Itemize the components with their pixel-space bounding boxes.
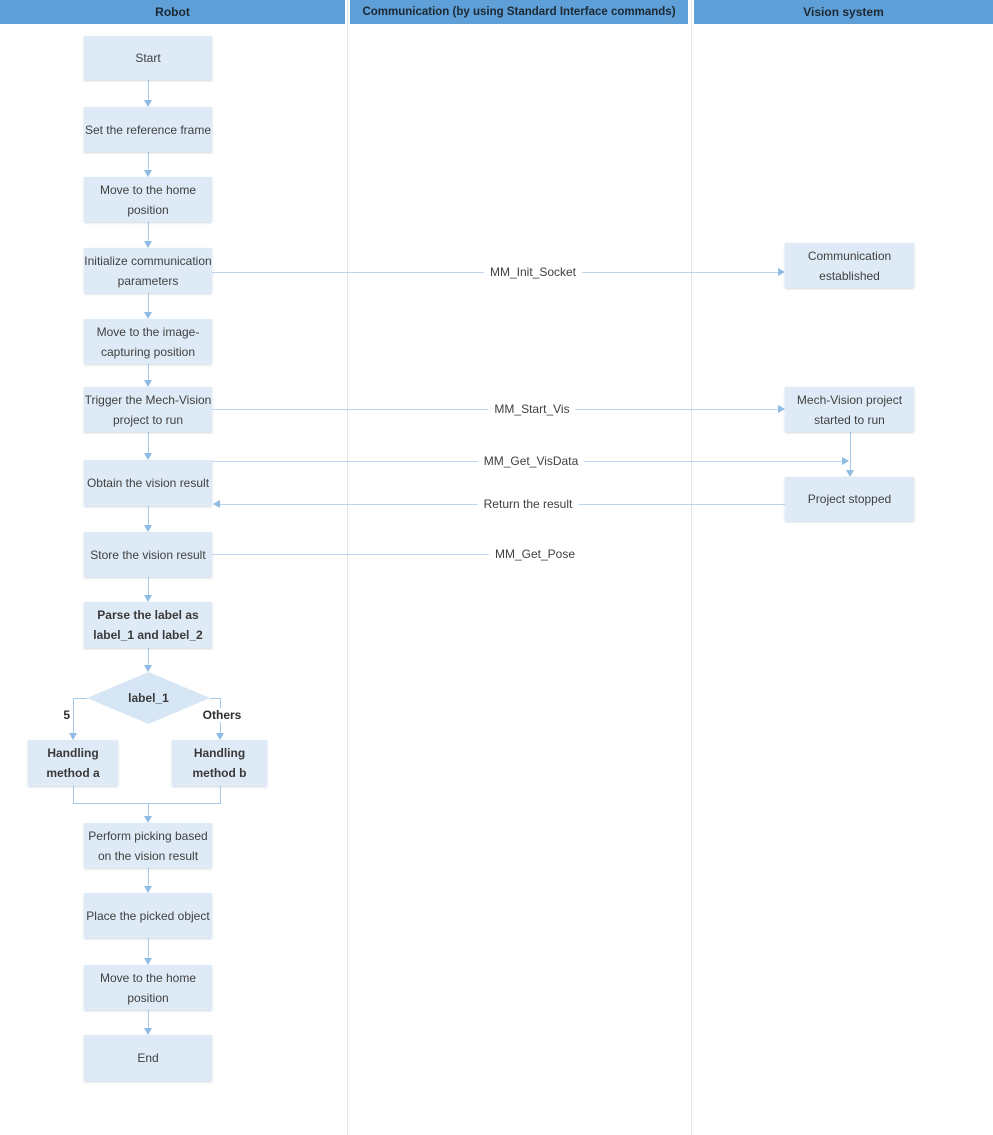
connector — [850, 432, 851, 470]
arrowhead-icon — [842, 457, 849, 465]
connector — [148, 293, 149, 312]
node-handling-method-a: Handling method a — [28, 740, 118, 786]
header-vision-label: Vision system — [803, 5, 884, 19]
node-parse-label: Parse the label as label_1 and label_2 — [84, 602, 212, 648]
arrowhead-icon — [144, 665, 152, 672]
node-start: Start — [84, 36, 212, 80]
message-label-return-result: Return the result — [477, 497, 579, 511]
node-store-vision-result: Store the vision result — [84, 532, 212, 577]
arrowhead-icon — [144, 595, 152, 602]
connector — [73, 803, 221, 804]
node-place-object: Place the picked object — [84, 893, 212, 938]
node-mech-vision-started: Mech-Vision project started to run — [785, 387, 914, 432]
node-end: End — [84, 1035, 212, 1081]
node-move-home-2: Move to the home position — [84, 965, 212, 1010]
node-move-home-1: Move to the home position — [84, 177, 212, 222]
connector — [148, 222, 149, 241]
node-project-stopped: Project stopped — [785, 477, 914, 521]
header-vision: Vision system — [694, 0, 993, 24]
node-init-communication: Initialize communication parameters — [84, 248, 212, 293]
connector — [148, 364, 149, 380]
connector — [148, 1010, 149, 1028]
lane-divider — [347, 0, 348, 1135]
node-set-reference-frame: Set the reference frame — [84, 107, 212, 152]
connector — [148, 432, 149, 453]
arrowhead-icon — [144, 170, 152, 177]
connector — [220, 786, 221, 804]
connector — [148, 648, 149, 665]
arrowhead-icon — [144, 312, 152, 319]
node-obtain-vision-result: Obtain the vision result — [84, 460, 212, 506]
header-robot: Robot — [0, 0, 345, 24]
connector — [148, 152, 149, 170]
arrowhead-icon — [213, 500, 220, 508]
header-robot-label: Robot — [155, 5, 190, 19]
connector — [148, 80, 149, 100]
connector — [148, 506, 149, 525]
decision-label-1: label_1 — [87, 672, 210, 724]
connector — [148, 577, 149, 595]
header-communication: Communication (by using Standard Interfa… — [350, 0, 688, 24]
connector — [148, 803, 149, 816]
lane-divider — [691, 0, 692, 1135]
header-communication-label: Communication (by using Standard Interfa… — [362, 6, 676, 18]
arrowhead-icon — [144, 241, 152, 248]
arrowhead-icon — [778, 268, 785, 276]
branch-label-5: 5 — [63, 708, 70, 722]
connector — [73, 786, 74, 804]
connector — [73, 698, 74, 733]
connector — [73, 698, 87, 699]
arrowhead-icon — [144, 453, 152, 460]
node-communication-established: Communication established — [785, 243, 914, 288]
connector — [148, 938, 149, 958]
arrowhead-icon — [144, 380, 152, 387]
message-label-mm-init-socket: MM_Init_Socket — [483, 265, 583, 279]
arrowhead-icon — [69, 733, 77, 740]
arrowhead-icon — [144, 100, 152, 107]
arrowhead-icon — [144, 958, 152, 965]
node-trigger-mech-vision: Trigger the Mech-Vision project to run — [84, 387, 212, 432]
arrowhead-icon — [144, 1028, 152, 1035]
connector — [210, 698, 220, 699]
arrowhead-icon — [144, 525, 152, 532]
connector — [148, 868, 149, 886]
node-handling-method-b: Handling method b — [172, 740, 267, 786]
node-move-image-capture: Move to the image-capturing position — [84, 319, 212, 364]
node-perform-picking: Perform picking based on the vision resu… — [84, 823, 212, 868]
message-label-mm-start-vis: MM_Start_Vis — [488, 402, 576, 416]
message-line-mm-get-pose — [212, 554, 575, 555]
message-label-mm-get-pose: MM_Get_Pose — [488, 547, 582, 561]
arrowhead-icon — [216, 733, 224, 740]
message-label-mm-get-visdata: MM_Get_VisData — [477, 454, 585, 468]
arrowhead-icon — [778, 405, 785, 413]
arrowhead-icon — [846, 470, 854, 477]
arrowhead-icon — [144, 816, 152, 823]
arrowhead-icon — [144, 886, 152, 893]
branch-label-others: Others — [199, 708, 245, 722]
